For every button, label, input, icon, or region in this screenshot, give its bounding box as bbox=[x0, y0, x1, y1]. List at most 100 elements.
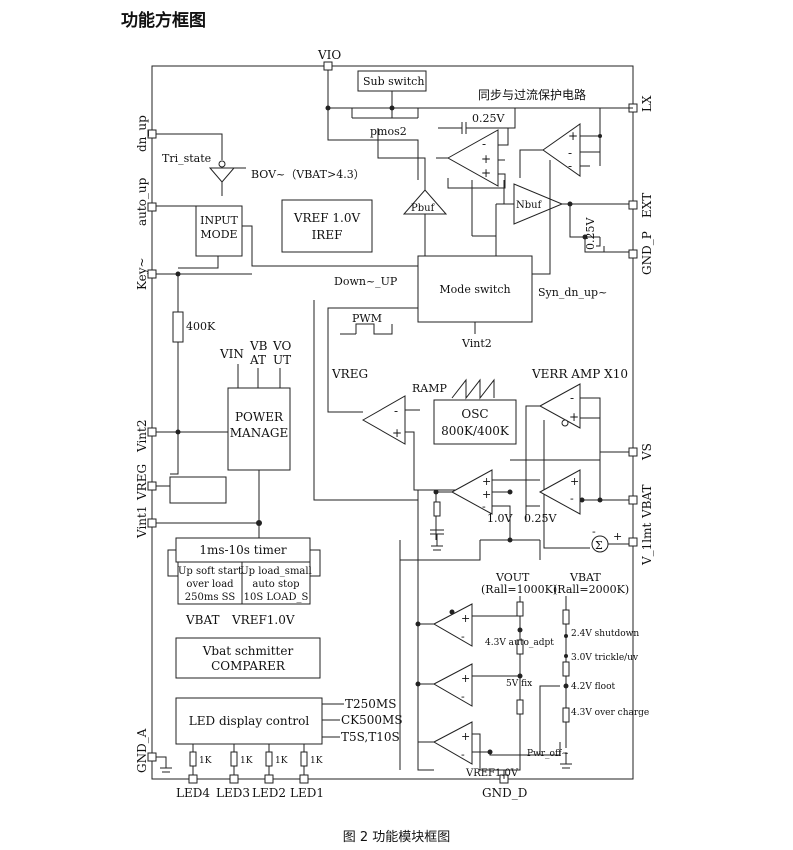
pwm-comparator bbox=[361, 395, 406, 445]
svg-text:+: + bbox=[481, 166, 491, 180]
svg-text:-: - bbox=[461, 630, 465, 643]
cmp-vbat-label: VBAT bbox=[185, 613, 220, 627]
nbuf-wires bbox=[471, 180, 629, 256]
svg-text:+: + bbox=[613, 530, 622, 543]
pin-ext: EXT bbox=[640, 193, 654, 218]
led-control-label: LED display control bbox=[189, 714, 310, 728]
pin-led1: LED1 bbox=[290, 786, 324, 800]
ref-wires bbox=[480, 522, 540, 541]
cmp-vref-label: VREF1.0V bbox=[231, 613, 295, 627]
pin-gnd-d: GND_D bbox=[482, 786, 527, 800]
input-mode-line1: INPUT bbox=[200, 214, 238, 227]
vbat-top-1: VB bbox=[249, 339, 268, 353]
resistor-400k bbox=[172, 311, 184, 343]
v025-side-label: 0.25V bbox=[584, 217, 597, 250]
pin-gnd-a: GND_A bbox=[135, 728, 149, 773]
timer-right-2: auto stop bbox=[252, 579, 299, 590]
vout-rall-1: VOUT bbox=[495, 571, 530, 584]
tri-state-label: Tri_state bbox=[162, 152, 211, 165]
power-inputs bbox=[237, 364, 281, 388]
comparer-line2: COMPARER bbox=[211, 659, 286, 673]
svg-text:+: + bbox=[570, 475, 579, 488]
v10-label: 1.0V bbox=[487, 512, 513, 525]
timer-label: 1ms-10s timer bbox=[199, 543, 287, 557]
timer-left-1: Up soft start bbox=[178, 566, 242, 577]
tri-state-wires bbox=[156, 167, 246, 269]
svg-text:+: + bbox=[392, 426, 402, 440]
input-mode-wires bbox=[182, 205, 418, 267]
vreg-block bbox=[169, 476, 227, 504]
vout-rall-2: (Rall=1000K) bbox=[481, 583, 557, 596]
vbat-rall-1: VBAT bbox=[569, 571, 601, 584]
misc-wires bbox=[400, 180, 541, 561]
fix5v-label: 5V fix bbox=[506, 679, 532, 689]
power-manage-block bbox=[227, 387, 291, 471]
pwr-off-label: Pwr_off~ bbox=[527, 749, 569, 759]
verr-label: VERR AMP X10 bbox=[531, 367, 628, 381]
comparer-block bbox=[175, 637, 321, 679]
svg-text:+: + bbox=[481, 152, 491, 166]
cmp-fix bbox=[432, 663, 473, 707]
pin-vint1: Vint1 bbox=[135, 506, 149, 539]
pin-auto-up: auto_up bbox=[135, 177, 149, 226]
r400k-label: 400K bbox=[186, 320, 216, 333]
dn-up-wire bbox=[156, 133, 223, 160]
verr-amp bbox=[538, 383, 581, 429]
syn-dn-up-label: Syn_dn_up~ bbox=[538, 286, 607, 299]
svg-text:+: + bbox=[482, 488, 491, 501]
pin-vreg: VREG bbox=[135, 464, 149, 501]
svg-text:+: + bbox=[461, 672, 470, 685]
pin-led2: LED2 bbox=[252, 786, 286, 800]
comparer-line1: Vbat schmitter bbox=[202, 644, 294, 658]
svg-text:-: - bbox=[394, 404, 398, 418]
timer-left-2: over load bbox=[186, 579, 234, 590]
vref10-label: VREF1.0V bbox=[465, 768, 519, 779]
sync-comp-wires bbox=[447, 128, 509, 189]
r1k-led4: 1K bbox=[199, 756, 212, 766]
vreg-mid-label: VREG bbox=[331, 367, 368, 381]
t250-label: T250MS bbox=[345, 697, 396, 711]
svg-text:-: - bbox=[482, 137, 486, 151]
pbuf-wires bbox=[377, 128, 426, 256]
sum-symbol: Σ bbox=[595, 539, 603, 552]
vout-top-1: VO bbox=[272, 339, 291, 353]
vbat-rall-2: (Rall=2000K) bbox=[553, 583, 629, 596]
pwm-label: PWM bbox=[352, 312, 382, 325]
t5s-label: T5S,T10S bbox=[341, 730, 400, 744]
pin-vint2: Vint2 bbox=[135, 420, 149, 453]
r1k-led2: 1K bbox=[275, 756, 288, 766]
v30-label: 3.0V trickle/uv bbox=[571, 653, 639, 663]
mid-comp-right bbox=[538, 469, 581, 515]
vref-block bbox=[281, 199, 373, 253]
osc-line2: 800K/400K bbox=[441, 424, 510, 438]
bottom-comp-wires bbox=[399, 490, 560, 771]
timer-side-wires bbox=[167, 549, 321, 577]
down-up-label: Down~_UP bbox=[334, 275, 398, 288]
vref-line1: VREF 1.0V bbox=[293, 211, 361, 225]
vint2-mid-label: Vint2 bbox=[461, 337, 492, 350]
svg-text:-: - bbox=[568, 146, 572, 160]
vbat-divider bbox=[539, 596, 567, 755]
led-control-block bbox=[175, 697, 323, 745]
pin-led4: LED4 bbox=[176, 786, 210, 800]
svg-text:-: - bbox=[570, 391, 574, 405]
mode-switch-wires bbox=[474, 160, 551, 334]
cap-ground bbox=[430, 529, 444, 551]
bov-label: BOV~（VBAT>4.3） bbox=[251, 168, 365, 181]
timer-right-3: 10S LOAD_S bbox=[244, 592, 309, 603]
pin-dn-up: dn_up bbox=[135, 115, 149, 152]
svg-text:-: - bbox=[568, 159, 572, 173]
pin-led3: LED3 bbox=[216, 786, 250, 800]
gnd-p-wires bbox=[569, 204, 629, 253]
sync-protect-label: 同步与过流保护电路 bbox=[478, 87, 586, 102]
timer-right-1: Up load_small bbox=[240, 566, 312, 577]
mode-switch-label: Mode switch bbox=[439, 283, 510, 296]
pin-gnd-p: GND_P bbox=[640, 231, 654, 275]
mode-switch-block bbox=[417, 255, 533, 323]
input-mode-line2: MODE bbox=[200, 228, 237, 241]
pmos2-label: pmos2 bbox=[370, 125, 407, 138]
led-resistors bbox=[189, 744, 308, 775]
timer-left-3: 250ms SS bbox=[185, 592, 236, 603]
v43-label: 4.3V over charge bbox=[571, 708, 649, 718]
